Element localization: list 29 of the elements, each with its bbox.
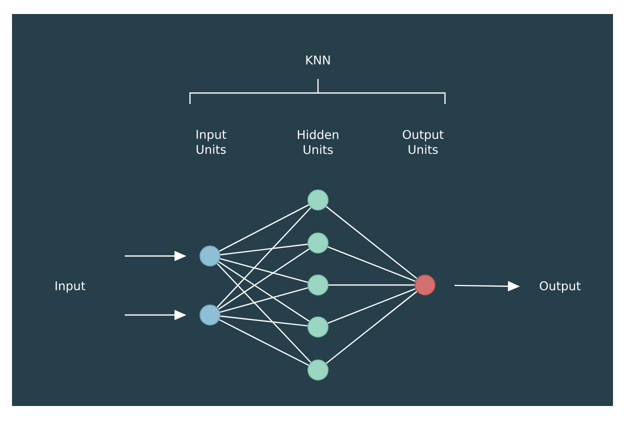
connection-line bbox=[220, 316, 308, 326]
connection-line bbox=[328, 288, 416, 324]
neuron-circle bbox=[308, 190, 328, 210]
neuron-circle bbox=[308, 232, 328, 254]
text-label: KNN bbox=[306, 56, 330, 64]
connection-line bbox=[220, 258, 308, 283]
text-label: Output bbox=[540, 281, 581, 293]
neuron-circle bbox=[308, 360, 328, 380]
text-label: Hidden Units bbox=[298, 130, 338, 154]
connection-line bbox=[328, 284, 414, 286]
connection-line bbox=[219, 204, 309, 252]
connection-line bbox=[328, 246, 416, 282]
connection-line bbox=[218, 248, 310, 310]
connection-line bbox=[326, 291, 418, 364]
text-label: Input bbox=[56, 281, 86, 293]
connection-line bbox=[216, 263, 312, 363]
connection-line bbox=[220, 244, 308, 256]
connection-line bbox=[326, 206, 418, 279]
neuron-circle bbox=[308, 316, 328, 338]
neuron-circle bbox=[414, 274, 436, 296]
connection-line bbox=[219, 319, 309, 366]
connection-line bbox=[220, 287, 308, 313]
text-label: Output Units bbox=[402, 130, 444, 154]
neuron-circle bbox=[308, 274, 328, 296]
connection-line bbox=[216, 207, 312, 308]
neuron-circle bbox=[200, 304, 220, 326]
text-label: Input Units bbox=[196, 130, 226, 154]
neuron-circle bbox=[200, 246, 220, 266]
connection-line bbox=[218, 261, 310, 322]
